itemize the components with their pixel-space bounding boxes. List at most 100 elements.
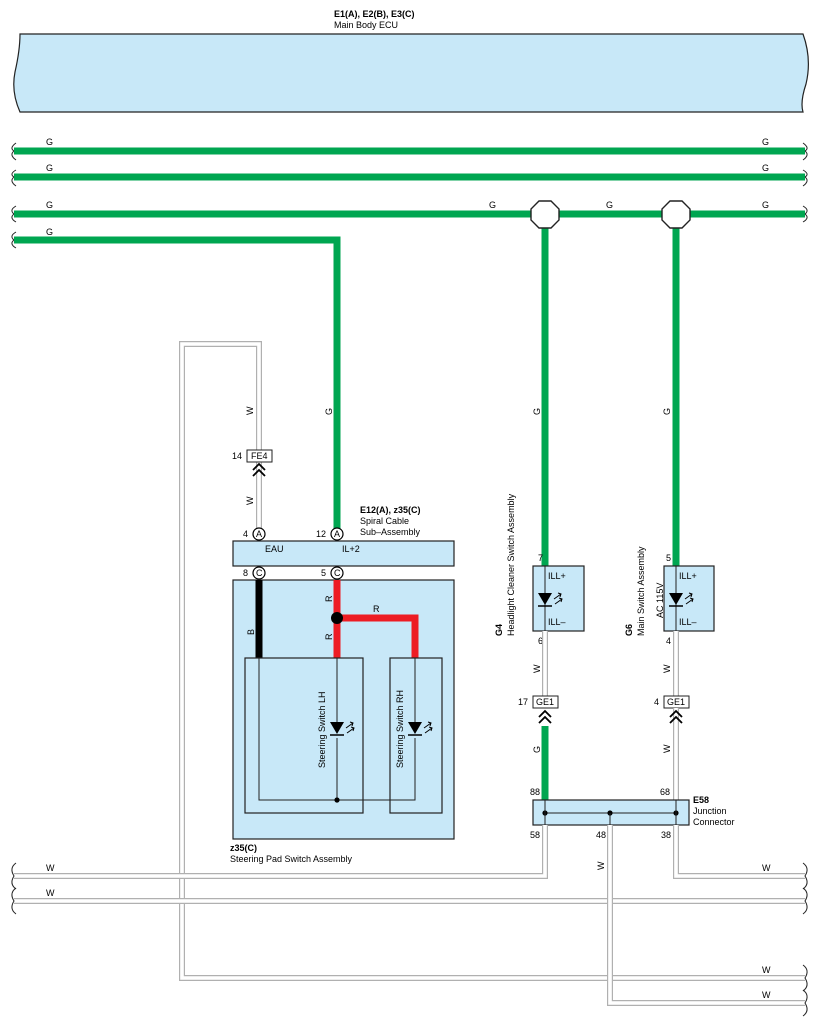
white-wire-eau: W W xyxy=(179,341,805,981)
wire-label: G xyxy=(606,200,613,210)
wire-label: R xyxy=(373,604,380,614)
wire-label: W xyxy=(46,888,55,898)
e58-name-1: Junction xyxy=(693,806,727,816)
g4-pin-bottom: 6 xyxy=(538,636,543,646)
main-body-ecu: E1(A), E2(B), E3(C) Main Body ECU xyxy=(13,9,809,113)
wire-label: W xyxy=(245,406,255,415)
led-icon xyxy=(408,721,433,736)
g4-name: Headlight Cleaner Switch Assembly xyxy=(506,493,516,636)
g4-term-top: ILL+ xyxy=(548,571,566,581)
top-harness: G G G G G G G G G G xyxy=(11,137,808,530)
fe4-connector: FE4 14 xyxy=(232,449,273,477)
wire-label: G xyxy=(532,746,542,753)
g6-term-top: ILL+ xyxy=(679,571,697,581)
ecu-ids: E1(A), E2(B), E3(C) xyxy=(334,9,415,19)
term-eau: EAU xyxy=(265,544,284,554)
pin-tag: A xyxy=(334,529,340,539)
e58-junction-connector: E58 Junction Connector 88 68 58 48 38 xyxy=(530,787,735,840)
fe4-label: FE4 xyxy=(251,451,268,461)
wire-label: W xyxy=(762,990,771,1000)
wire-label: W xyxy=(762,965,771,975)
wire-label: W xyxy=(762,863,771,873)
connector-chevron-icon xyxy=(252,462,266,477)
ge1-left-label: GE1 xyxy=(536,697,554,707)
splices: G G xyxy=(530,200,691,566)
led-icon xyxy=(669,592,694,607)
pin-number: 12 xyxy=(316,529,326,539)
ge1-right-pin: 4 xyxy=(654,697,659,707)
splice-dot xyxy=(331,612,343,624)
pin-circle xyxy=(252,566,266,580)
pin-number: 8 xyxy=(243,568,248,578)
wire-label: G xyxy=(489,200,496,210)
g6-name: Main Switch Assembly xyxy=(636,546,646,636)
spiral-ids: E12(A), z35(C) xyxy=(360,505,421,515)
pin-tag: C xyxy=(256,568,263,578)
splice-point-g6 xyxy=(661,200,691,229)
spiral-name-1: Spiral Cable xyxy=(360,516,409,526)
wire-label: W xyxy=(596,861,606,870)
spiral-cable-box xyxy=(232,540,455,567)
wire-label: G xyxy=(532,408,542,415)
led-icon xyxy=(330,721,355,736)
steering-switch-rh xyxy=(389,657,443,814)
connector-chevron-icon xyxy=(669,709,683,724)
pin-tag: A xyxy=(256,529,262,539)
e58-id: E58 xyxy=(693,795,709,805)
wire-label: G xyxy=(324,408,334,415)
bottom-harness: W W W W W W xyxy=(11,825,808,1017)
g6-term-bottom: ILL– xyxy=(679,617,697,627)
steering-pad-switch-assembly: z35(C) Steering Pad Switch Assembly B R … xyxy=(230,579,455,864)
g6-pin-top: 5 xyxy=(666,553,671,563)
rh-label: Steering Switch RH xyxy=(395,690,405,768)
e58-pin-88: 88 xyxy=(530,787,540,797)
lh-label: Steering Switch LH xyxy=(317,691,327,768)
wire-label: G xyxy=(762,200,769,210)
g6-switch: 5 4 ILL+ ILL– AC 115V G6 Main Switch Ass… xyxy=(624,546,715,646)
steering-switch-lh xyxy=(244,657,364,814)
wire-label: W xyxy=(662,744,672,753)
wire-label: G xyxy=(662,408,672,415)
spiral-cable: E12(A), z35(C) Spiral Cable Sub–Assembly… xyxy=(232,505,455,580)
pin-number: 5 xyxy=(321,568,326,578)
ge1-left-box xyxy=(532,695,559,709)
e58-pin-48: 48 xyxy=(596,830,606,840)
fe4-pin: 14 xyxy=(232,451,242,461)
steering-ids: z35(C) xyxy=(230,843,257,853)
connector-chevron-icon xyxy=(538,709,552,724)
ge1-left-pin: 17 xyxy=(518,697,528,707)
green-wire-4 xyxy=(14,236,341,530)
wire-label: R xyxy=(324,595,334,602)
wire-label: W xyxy=(245,496,255,505)
wire-label: G xyxy=(762,163,769,173)
g6-sub: AC 115V xyxy=(655,583,665,618)
wire-label: R xyxy=(324,633,334,640)
fe4-box xyxy=(246,449,273,463)
ecu-name: Main Body ECU xyxy=(334,20,398,30)
pin-circle xyxy=(330,566,344,580)
e58-name-2: Connector xyxy=(693,817,735,827)
pin-tag: C xyxy=(334,568,341,578)
wire-label: G xyxy=(46,163,53,173)
e58-pin-68: 68 xyxy=(660,787,670,797)
led-icon xyxy=(538,592,563,607)
g4-box xyxy=(532,565,585,632)
term-il2: IL+2 xyxy=(342,544,360,554)
splice-point-g4 xyxy=(530,200,560,229)
g4-term-bottom: ILL– xyxy=(548,617,566,627)
wire-label: G xyxy=(46,200,53,210)
pin-number: 4 xyxy=(243,529,248,539)
ge1-right-label: GE1 xyxy=(667,697,685,707)
pin-circle xyxy=(330,527,344,541)
wire-label: W xyxy=(532,664,542,673)
wire-label: W xyxy=(46,863,55,873)
wire-label: G xyxy=(762,137,769,147)
g6-pin-bottom: 4 xyxy=(666,636,671,646)
wire-label: G xyxy=(46,137,53,147)
g4-id: G4 xyxy=(494,624,504,636)
e58-pin-38: 38 xyxy=(661,830,671,840)
wire-label: B xyxy=(246,629,256,635)
g4-pin-top: 7 xyxy=(538,553,543,563)
g4-switch: 7 6 ILL+ ILL– G4 Headlight Cleaner Switc… xyxy=(494,493,585,646)
